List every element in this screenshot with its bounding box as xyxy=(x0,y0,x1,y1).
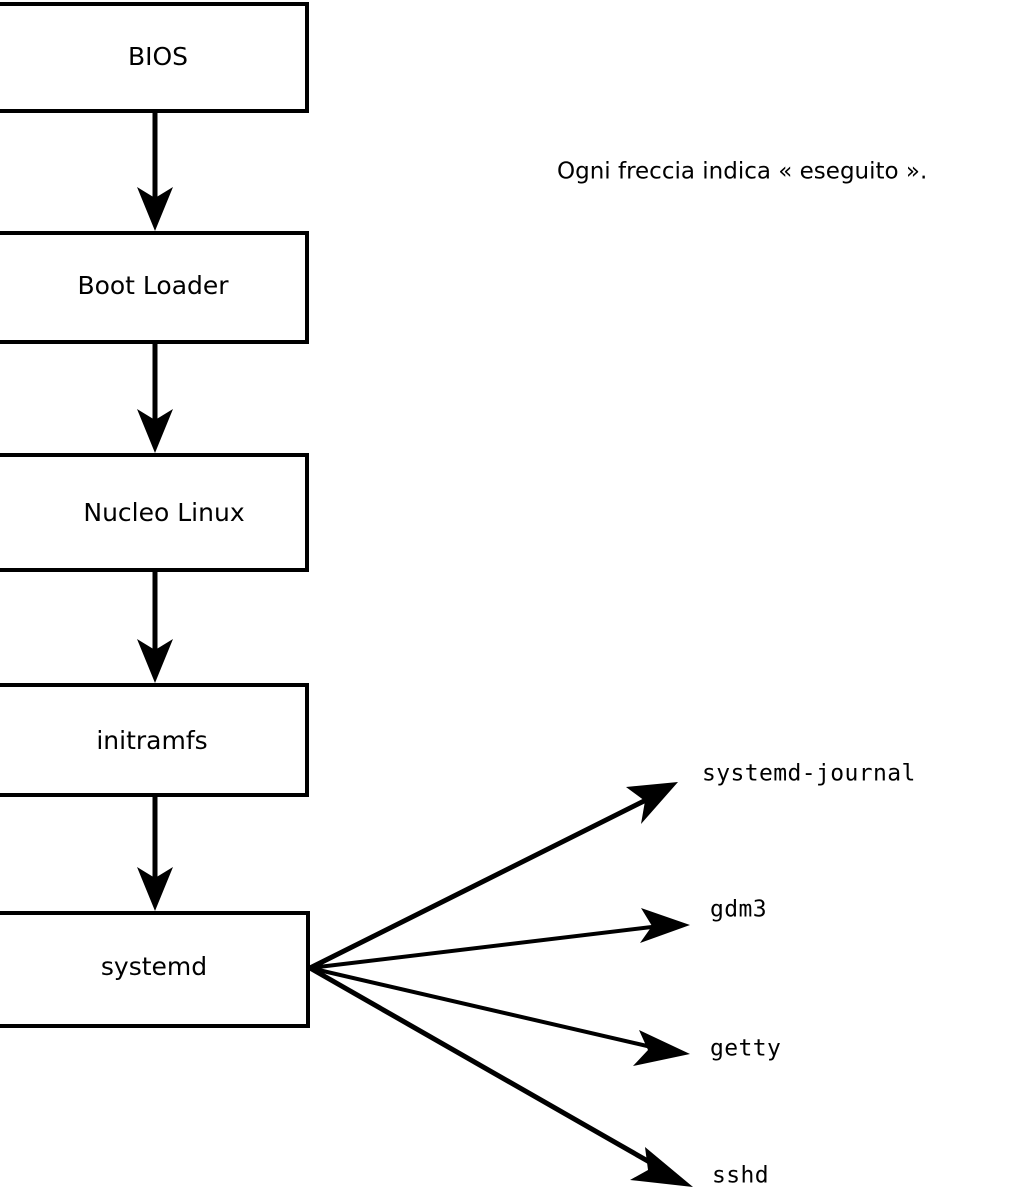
service-label-sshd: sshd xyxy=(712,1163,769,1189)
node-boot-loader[interactable]: Boot Loader xyxy=(0,231,309,344)
edge-systemd-to-systemd-journal xyxy=(308,782,678,971)
arrowhead-icon xyxy=(626,782,678,824)
edge-line xyxy=(309,966,661,1051)
edge-systemd-to-gdm3 xyxy=(309,908,690,970)
edge-nucleo-linux-to-initramfs xyxy=(137,572,173,683)
node-initramfs-label: initramfs xyxy=(96,726,207,755)
edge-boot-loader-to-nucleo-linux xyxy=(137,344,173,453)
edge-bios-to-boot-loader xyxy=(137,113,173,231)
arrowhead-down-icon xyxy=(137,187,173,231)
arrowhead-icon xyxy=(630,1147,693,1187)
legend-note: Ogni freccia indica « eseguito ». xyxy=(557,159,927,185)
arrowhead-down-icon xyxy=(137,409,173,453)
node-boot-loader-box[interactable] xyxy=(0,231,309,344)
edge-initramfs-to-systemd xyxy=(137,797,173,911)
edge-line xyxy=(308,965,662,1171)
service-label-getty: getty xyxy=(710,1036,781,1062)
node-nucleo-linux[interactable]: Nucleo Linux xyxy=(0,453,309,572)
node-initramfs[interactable]: initramfs xyxy=(0,683,309,797)
node-systemd-label: systemd xyxy=(101,952,207,981)
node-bios[interactable]: BIOS xyxy=(0,2,309,113)
node-boot-loader-label: Boot Loader xyxy=(77,271,229,300)
arrowhead-icon xyxy=(640,908,690,943)
edge-line xyxy=(309,924,661,970)
node-systemd-box[interactable] xyxy=(0,911,310,1028)
node-bios-label: BIOS xyxy=(128,42,188,71)
edge-systemd-to-sshd xyxy=(308,965,693,1187)
edge-systemd-to-getty xyxy=(309,966,690,1066)
edge-line xyxy=(308,795,652,971)
node-nucleo-linux-box[interactable] xyxy=(0,453,309,572)
arrowhead-icon xyxy=(633,1030,690,1066)
service-label-gdm3: gdm3 xyxy=(710,897,767,923)
service-label-systemd-journal: systemd-journal xyxy=(702,761,916,787)
arrowhead-down-icon xyxy=(137,639,173,683)
node-bios-box[interactable] xyxy=(0,2,309,113)
arrowhead-down-icon xyxy=(137,867,173,911)
node-systemd[interactable]: systemd xyxy=(0,911,310,1028)
node-initramfs-box[interactable] xyxy=(0,683,309,797)
node-nucleo-linux-label: Nucleo Linux xyxy=(83,498,244,527)
